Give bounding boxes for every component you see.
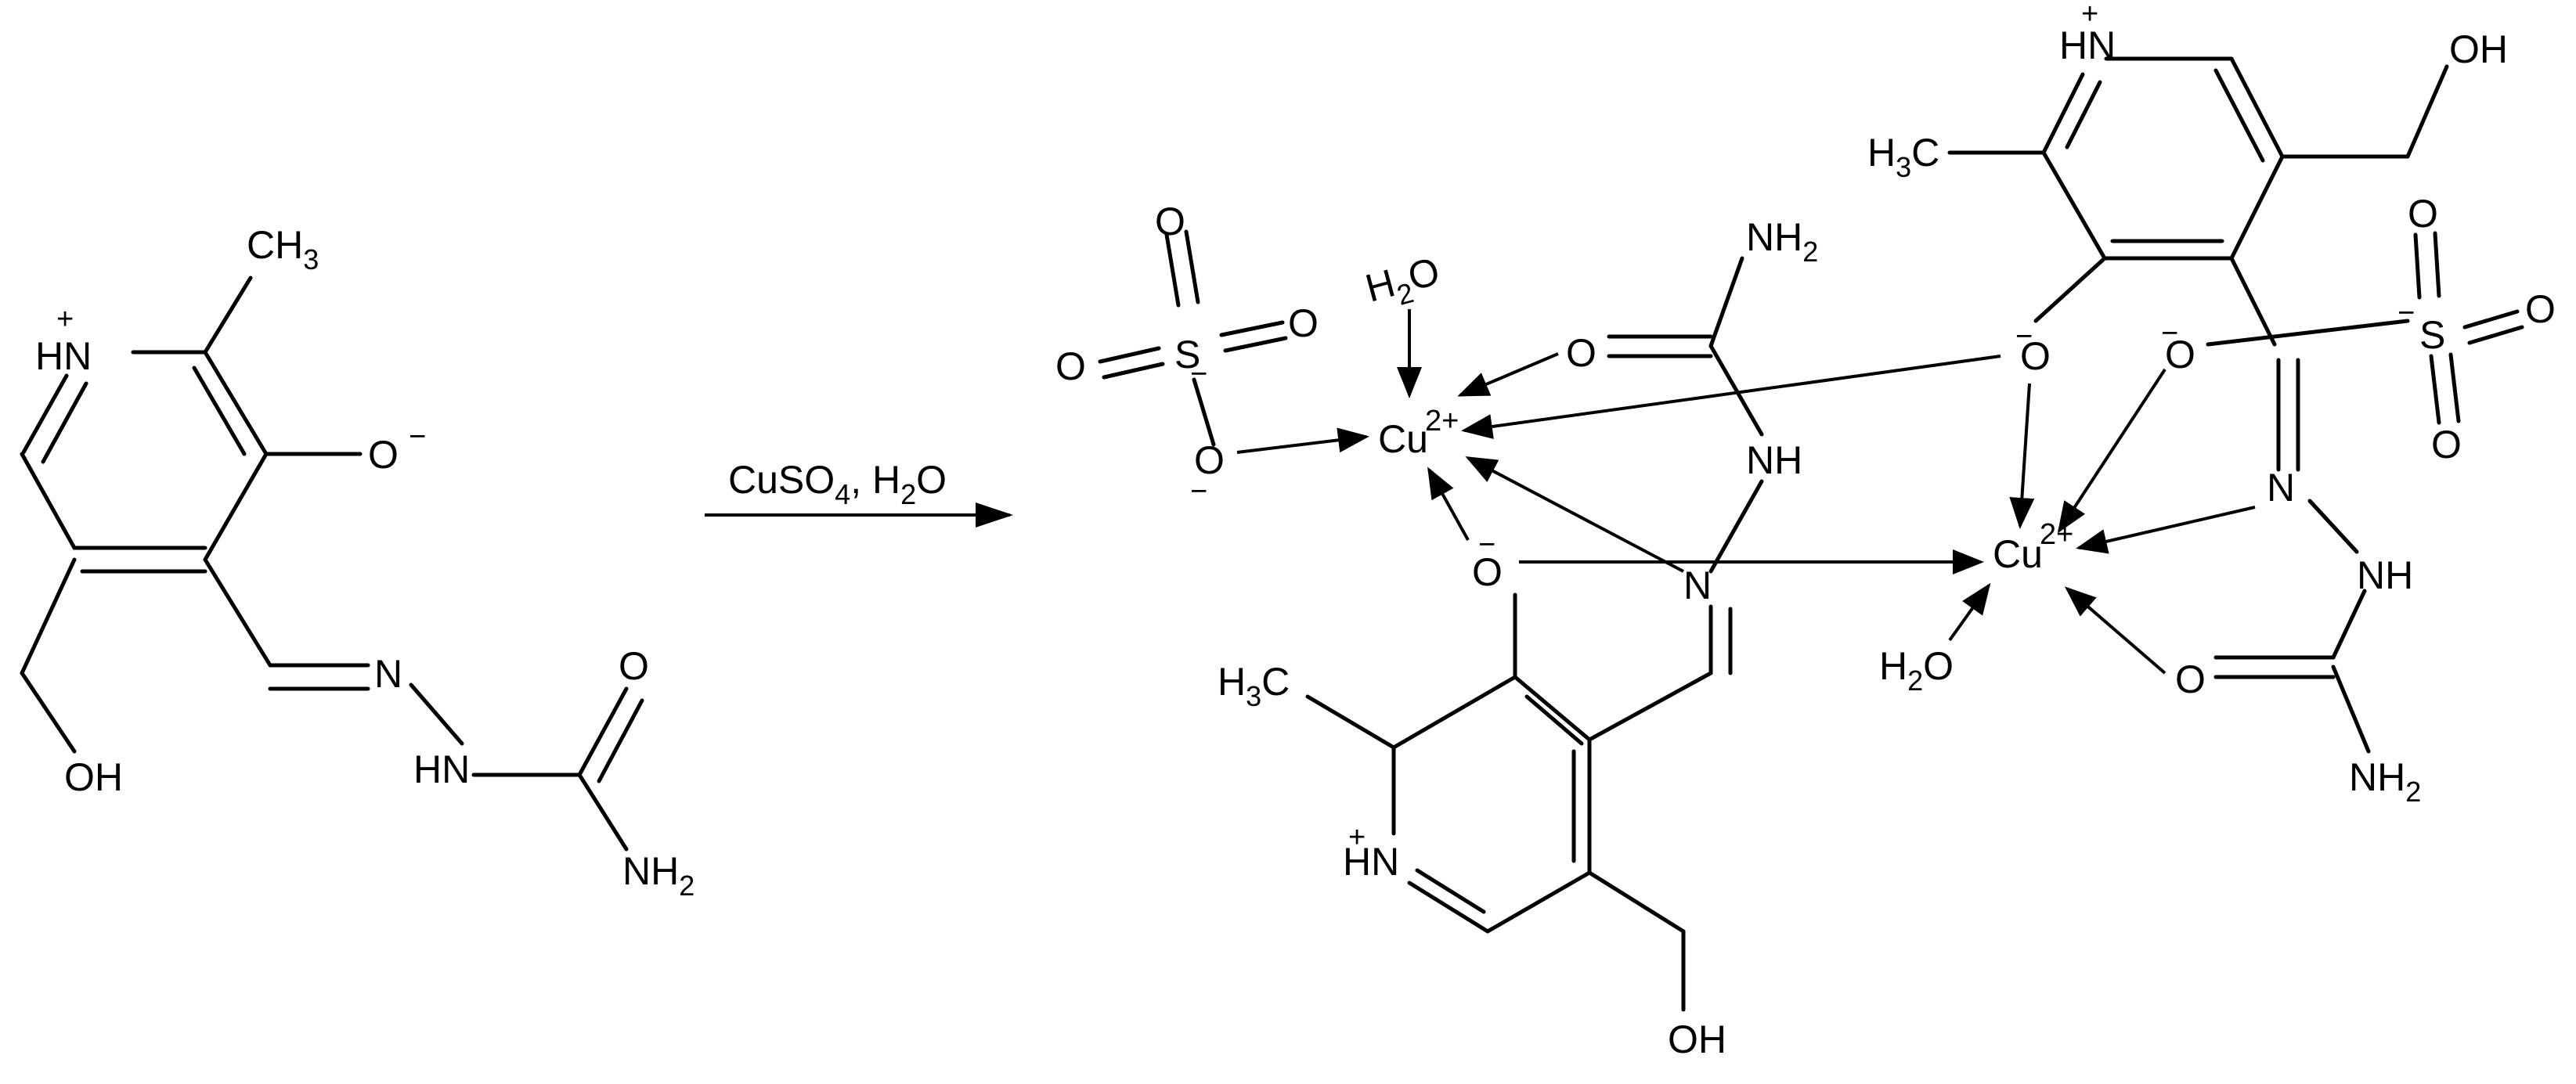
sulfate-right-s: S [2419, 313, 2445, 357]
bottom-ligand-phenolate-minus: − [1478, 528, 1495, 561]
bottom-ligand-hydroxyl: OH [1668, 1017, 1726, 1061]
reactant-imine-n: N [374, 652, 402, 696]
bottom-ligand-methyl: H3C [1218, 660, 1290, 712]
reactant-minus-charge: − [409, 420, 426, 453]
reactant-methyl: CH3 [247, 223, 319, 276]
top-ligand-nh: NH [2357, 553, 2413, 597]
copper-left: Cu 2+ [1378, 405, 1459, 461]
reactant-phenolate-o: O [368, 433, 399, 477]
top-ligand-phenolate-o: O [2020, 334, 2051, 378]
sulfate-left: O O S O O − − [1055, 200, 1319, 508]
sulfate-right-coordinating-o: O [2165, 333, 2195, 376]
reactant-nh2: NH2 [622, 849, 695, 902]
reaction-arrow-group: CuSO4, H2O [705, 458, 1013, 528]
water-left: H2O [1361, 249, 1446, 398]
reactant-hydroxyl: OH [64, 755, 123, 799]
top-ligand-imine-n: N [2267, 466, 2295, 510]
reactant-nh-plus: HN [35, 334, 92, 378]
sulfate-left-s: S [1174, 333, 1200, 376]
bottom-ligand-nh: NH [1746, 438, 1802, 482]
top-ligand-nh2: NH2 [2349, 755, 2421, 808]
sulfate-left-minus-s: − [1190, 358, 1207, 391]
copper-left-symbol: Cu [1378, 417, 1428, 461]
bottom-ligand-plus: + [1348, 821, 1366, 854]
sulfate-right-o-top: O [2408, 192, 2438, 236]
top-ligand-plus: + [2081, 0, 2098, 31]
bottom-ligand-carbonyl-o: O [1566, 331, 1596, 375]
reactant-bonds [20, 276, 644, 852]
reaction-conditions: CuSO4, H2O [728, 458, 947, 510]
water-right-label: H2O [1879, 644, 1954, 697]
top-ligand-methyl: H3C [1867, 131, 1939, 183]
product-complex: O O S O O − − H2O Cu 2+ [1055, 0, 2556, 1061]
top-ligand-hn-plus: HN [2059, 23, 2116, 67]
bottom-ligand: O NH2 NH N O − H3C HN + OH [1218, 215, 1818, 1061]
sulfate-right-minus: − [2397, 297, 2415, 330]
bottom-ligand-imine-n: N [1683, 564, 1712, 607]
bottom-ligand-nh2: NH2 [1746, 215, 1818, 268]
coordination-arrows [1236, 352, 2256, 675]
sulfate-right: O S − O O O − [2161, 192, 2556, 466]
reactant-hn: HN [413, 747, 470, 791]
copper-right-symbol: Cu [1993, 532, 2043, 576]
water-left-label: H2O [1361, 249, 1446, 319]
sulfate-left-o-top: O [1155, 200, 1185, 243]
sulfate-left-o-left: O [1055, 344, 1086, 388]
copper-right-charge: 2+ [2040, 518, 2073, 551]
reactant-carbonyl-o: O [619, 644, 649, 688]
copper-left-charge: 2+ [1425, 405, 1459, 438]
sulfate-right-o-bottom: O [2431, 423, 2462, 466]
bottom-ligand-hn-plus: HN [1343, 840, 1399, 884]
bottom-ligand-phenolate-o: O [1472, 550, 1503, 594]
top-ligand-phenolate-minus: − [2015, 320, 2033, 353]
sulfate-left-o-bottom: O [1194, 438, 1225, 482]
water-right: H2O [1879, 582, 1991, 697]
sulfate-left-minus: − [1190, 475, 1207, 508]
top-ligand-carbonyl-o: O [2175, 657, 2206, 701]
reactant-plus-charge: + [56, 303, 74, 336]
sulfate-right-o-right: O [2525, 287, 2556, 331]
top-ligand-hydroxyl: OH [2449, 27, 2508, 71]
copper-right: Cu 2+ [1993, 518, 2073, 576]
sulfate-left-o-right: O [1288, 301, 1319, 345]
sulfate-right-coordinating-minus: − [2161, 317, 2178, 350]
top-ligand: HN + OH H3C O − N NH O NH2 [1867, 0, 2508, 808]
reactant-molecule: HN + CH3 O − N HN O NH2 OH [20, 223, 695, 902]
